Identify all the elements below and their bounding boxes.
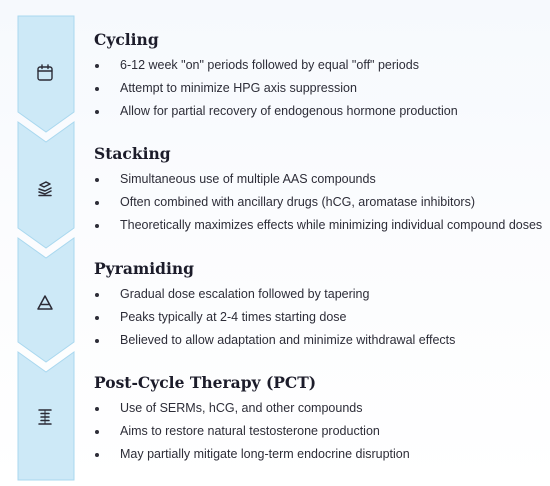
list-item: May partially mitigate long-term endocri… — [94, 447, 544, 462]
spring-icon — [34, 406, 56, 428]
list-item: Allow for partial recovery of endogenous… — [94, 104, 544, 119]
section-cycling: Cycling 6-12 week "on" periods followed … — [94, 30, 544, 127]
list-item: 6-12 week "on" periods followed by equal… — [94, 58, 544, 73]
chevron-pct — [17, 351, 75, 481]
bullet-list: 6-12 week "on" periods followed by equal… — [94, 58, 544, 119]
section-title: Pyramiding — [94, 259, 194, 278]
stack-icon — [34, 178, 56, 200]
list-item: Use of SERMs, hCG, and other compounds — [94, 401, 544, 416]
pyramid-icon — [34, 292, 56, 314]
section-title: Cycling — [94, 30, 159, 49]
section-stacking: Stacking Simultaneous use of multiple AA… — [94, 144, 544, 241]
bullet-list: Gradual dose escalation followed by tape… — [94, 287, 544, 348]
chevron-column — [17, 15, 75, 481]
section-title: Stacking — [94, 144, 171, 163]
list-item: Gradual dose escalation followed by tape… — [94, 287, 544, 302]
section-title: Post-Cycle Therapy (PCT) — [94, 373, 317, 392]
calendar-icon — [34, 62, 56, 84]
section-pct: Post-Cycle Therapy (PCT) Use of SERMs, h… — [94, 373, 544, 470]
list-item: Often combined with ancillary drugs (hCG… — [94, 195, 544, 210]
section-pyramiding: Pyramiding Gradual dose escalation follo… — [94, 259, 544, 356]
chevron-pyramiding — [17, 237, 75, 363]
list-item: Aims to restore natural testosterone pro… — [94, 424, 544, 439]
list-item: Believed to allow adaptation and minimiz… — [94, 333, 544, 348]
bullet-list: Simultaneous use of multiple AAS compoun… — [94, 172, 544, 233]
bullet-list: Use of SERMs, hCG, and other compounds A… — [94, 401, 544, 462]
list-item: Peaks typically at 2-4 times starting do… — [94, 310, 544, 325]
list-item: Attempt to minimize HPG axis suppression — [94, 81, 544, 96]
chevron-stacking — [17, 121, 75, 249]
list-item: Simultaneous use of multiple AAS compoun… — [94, 172, 544, 187]
chevron-cycling — [17, 15, 75, 133]
list-item: Theoretically maximizes effects while mi… — [94, 218, 544, 233]
